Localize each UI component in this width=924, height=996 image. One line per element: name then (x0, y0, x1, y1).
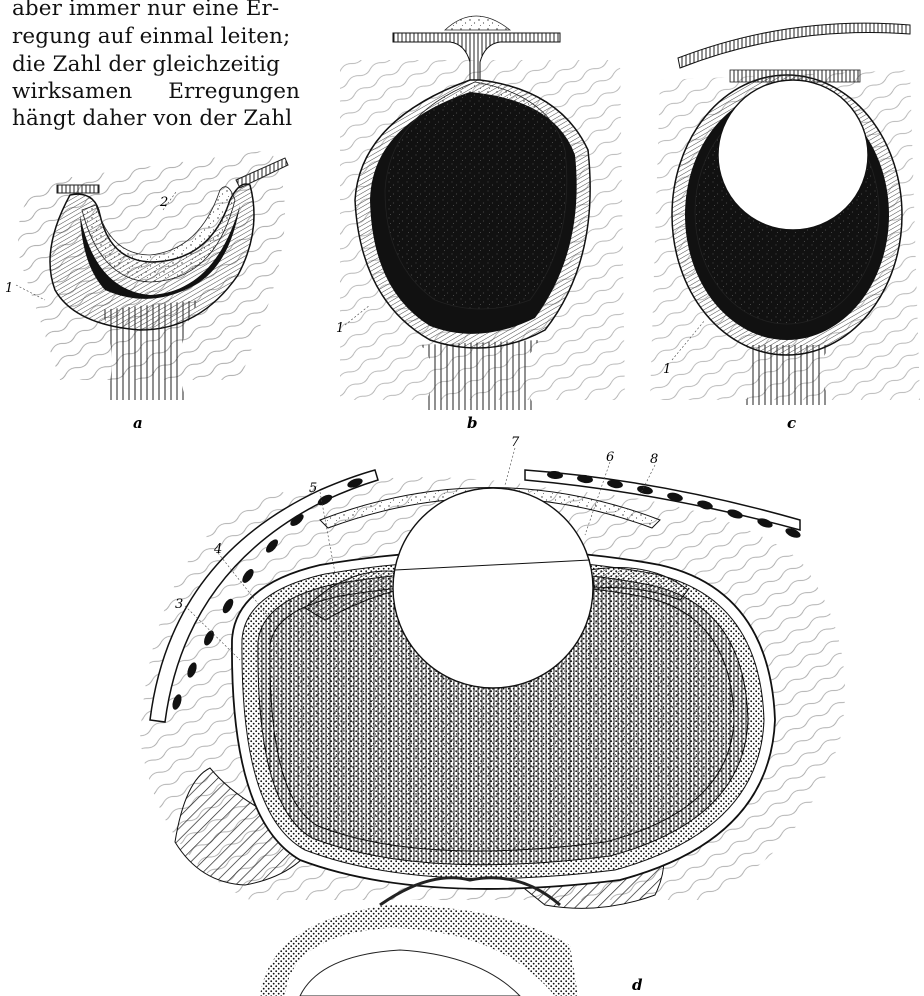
panel-b-lens-placode (445, 16, 510, 30)
panel-d-lens (393, 488, 593, 688)
panel-c-number-1: 1 (663, 362, 671, 377)
panel-c: 1 c (650, 23, 920, 432)
panel-b-number-1: 1 (336, 321, 344, 336)
panel-a-number-1: 1 (5, 281, 13, 296)
panel-d-number-5: 5 (309, 481, 317, 496)
panel-a-letter: a (133, 414, 143, 432)
panel-d-number-4: 4 (213, 542, 222, 557)
panel-a-number-2: 2 (159, 195, 168, 210)
panel-b-stalk (420, 340, 540, 410)
panel-d-number-8: 8 (650, 452, 658, 467)
panel-c-ectoderm (678, 23, 910, 68)
panel-b: 1 b (336, 16, 625, 432)
panel-c-letter: c (787, 414, 796, 432)
panel-d: 3 4 5 6 7 8 d (140, 435, 845, 996)
panel-d-brain-inner (300, 950, 520, 996)
panel-d-number-7: 7 (511, 435, 520, 450)
panel-c-lens (718, 80, 868, 230)
panel-b-letter: b (467, 414, 478, 432)
panel-a-ectoderm-left (57, 185, 99, 193)
panel-a: 2 1 a (5, 150, 288, 432)
panel-d-number-3: 3 (175, 597, 183, 612)
panel-d-number-6: 6 (606, 450, 614, 465)
panel-d-letter: d (632, 976, 643, 994)
